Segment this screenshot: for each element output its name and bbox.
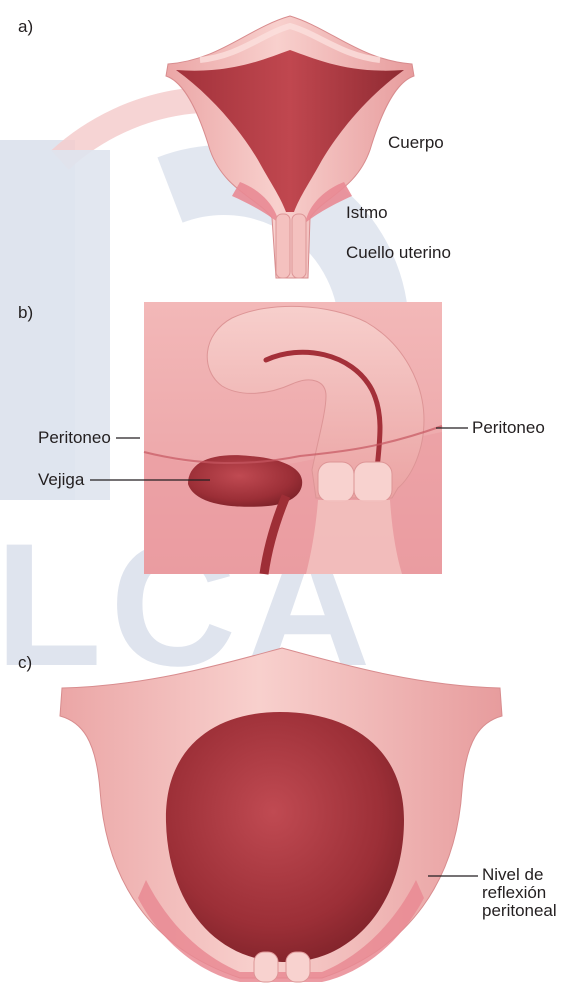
label-reflexion-line3: peritoneal: [482, 902, 566, 920]
label-istmo: Istmo: [346, 204, 388, 222]
cervix-left: [276, 214, 290, 278]
cervix-lobe-right: [354, 462, 392, 502]
panel-c-letter: c): [18, 654, 32, 672]
panel-b-letter: b): [18, 304, 33, 322]
uterus-coronal-illustration: [60, 648, 502, 982]
label-reflexion-line1: Nivel de: [482, 866, 566, 884]
cervix-lobe-left: [318, 462, 354, 502]
cervix-right: [292, 214, 306, 278]
panel-a-letter: a): [18, 18, 33, 36]
label-cuerpo: Cuerpo: [388, 134, 444, 152]
label-vejiga: Vejiga: [38, 471, 84, 489]
label-cuello-uterino: Cuello uterino: [346, 244, 451, 262]
label-peritoneo-right: Peritoneo: [472, 419, 545, 437]
sagittal-illustration: [144, 302, 442, 574]
label-peritoneo-left: Peritoneo: [38, 429, 111, 447]
label-reflexion-line2: reflexión: [482, 884, 566, 902]
label-nivel-reflexion: Nivel de reflexión peritoneal: [482, 866, 566, 920]
